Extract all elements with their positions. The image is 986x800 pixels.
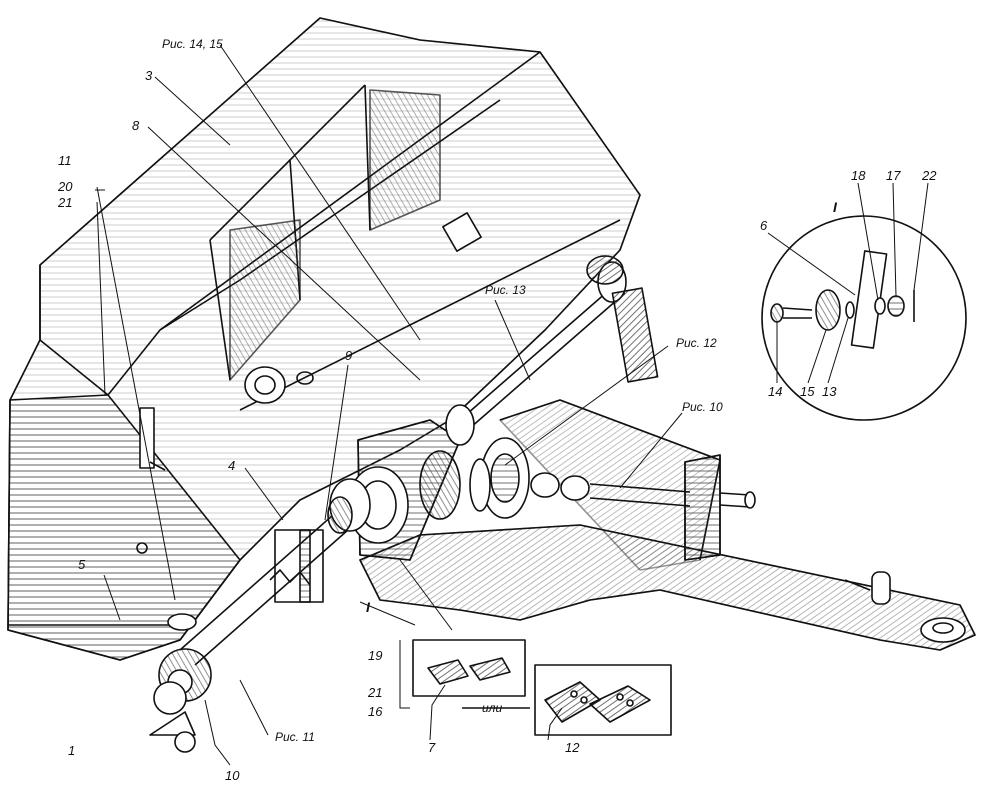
callout-15: 15 <box>800 384 815 399</box>
callout-labels: 3 8 11 20 21 5 1 4 9 10 19 21 16 7 12 6 … <box>57 68 937 783</box>
callout-11: 11 <box>58 153 72 168</box>
callout-10: 10 <box>225 768 240 783</box>
callout-18: 18 <box>851 168 866 183</box>
detail-marker-main: I <box>366 599 371 615</box>
hopper-side-wheel <box>244 366 314 404</box>
figure-ref-13: Рис. 13 <box>485 283 526 297</box>
shear-plate-inset-7 <box>412 639 526 697</box>
callout-21-bottom: 21 <box>367 685 382 700</box>
detail-i-circle <box>761 215 967 421</box>
figure-ref-14-15: Рис. 14, 15 <box>162 37 223 51</box>
callout-16: 16 <box>368 704 383 719</box>
figure-ref-11: Рис. 11 <box>275 730 315 744</box>
callout-5: 5 <box>78 557 86 572</box>
hopper-body <box>7 17 641 661</box>
callout-4: 4 <box>228 458 235 473</box>
leader-lines <box>95 44 929 766</box>
callout-13: 13 <box>822 384 837 399</box>
callout-9: 9 <box>345 348 352 363</box>
cardan-driveline <box>419 437 756 561</box>
callout-8: 8 <box>132 118 140 133</box>
callout-1: 1 <box>68 743 75 758</box>
callout-7: 7 <box>428 740 436 755</box>
callout-22: 22 <box>921 168 937 183</box>
trailer-frame <box>359 399 976 651</box>
callout-12: 12 <box>565 740 580 755</box>
figure-ref-12: Рис. 12 <box>676 336 717 350</box>
callout-20: 20 <box>57 179 73 194</box>
hopper-latch <box>442 212 482 252</box>
hopper-compartments <box>159 84 621 411</box>
callout-17: 17 <box>886 168 901 183</box>
callout-14: 14 <box>768 384 782 399</box>
shear-plate-inset-12 <box>534 664 672 736</box>
callout-3: 3 <box>145 68 153 83</box>
figure-ref-10: Рис. 10 <box>682 400 723 414</box>
or-label: или <box>482 701 502 715</box>
side-slot <box>139 407 155 469</box>
callout-6: 6 <box>760 218 768 233</box>
detail-marker-inset: I <box>833 199 838 215</box>
figure-ref-labels: Рис. 14, 15 Рис. 13 Рис. 12 Рис. 10 Рис.… <box>162 37 723 744</box>
upper-drive-shaft <box>445 255 659 446</box>
callout-19: 19 <box>368 648 382 663</box>
callout-21-top: 21 <box>57 195 72 210</box>
lower-auger-shaft <box>149 478 371 753</box>
